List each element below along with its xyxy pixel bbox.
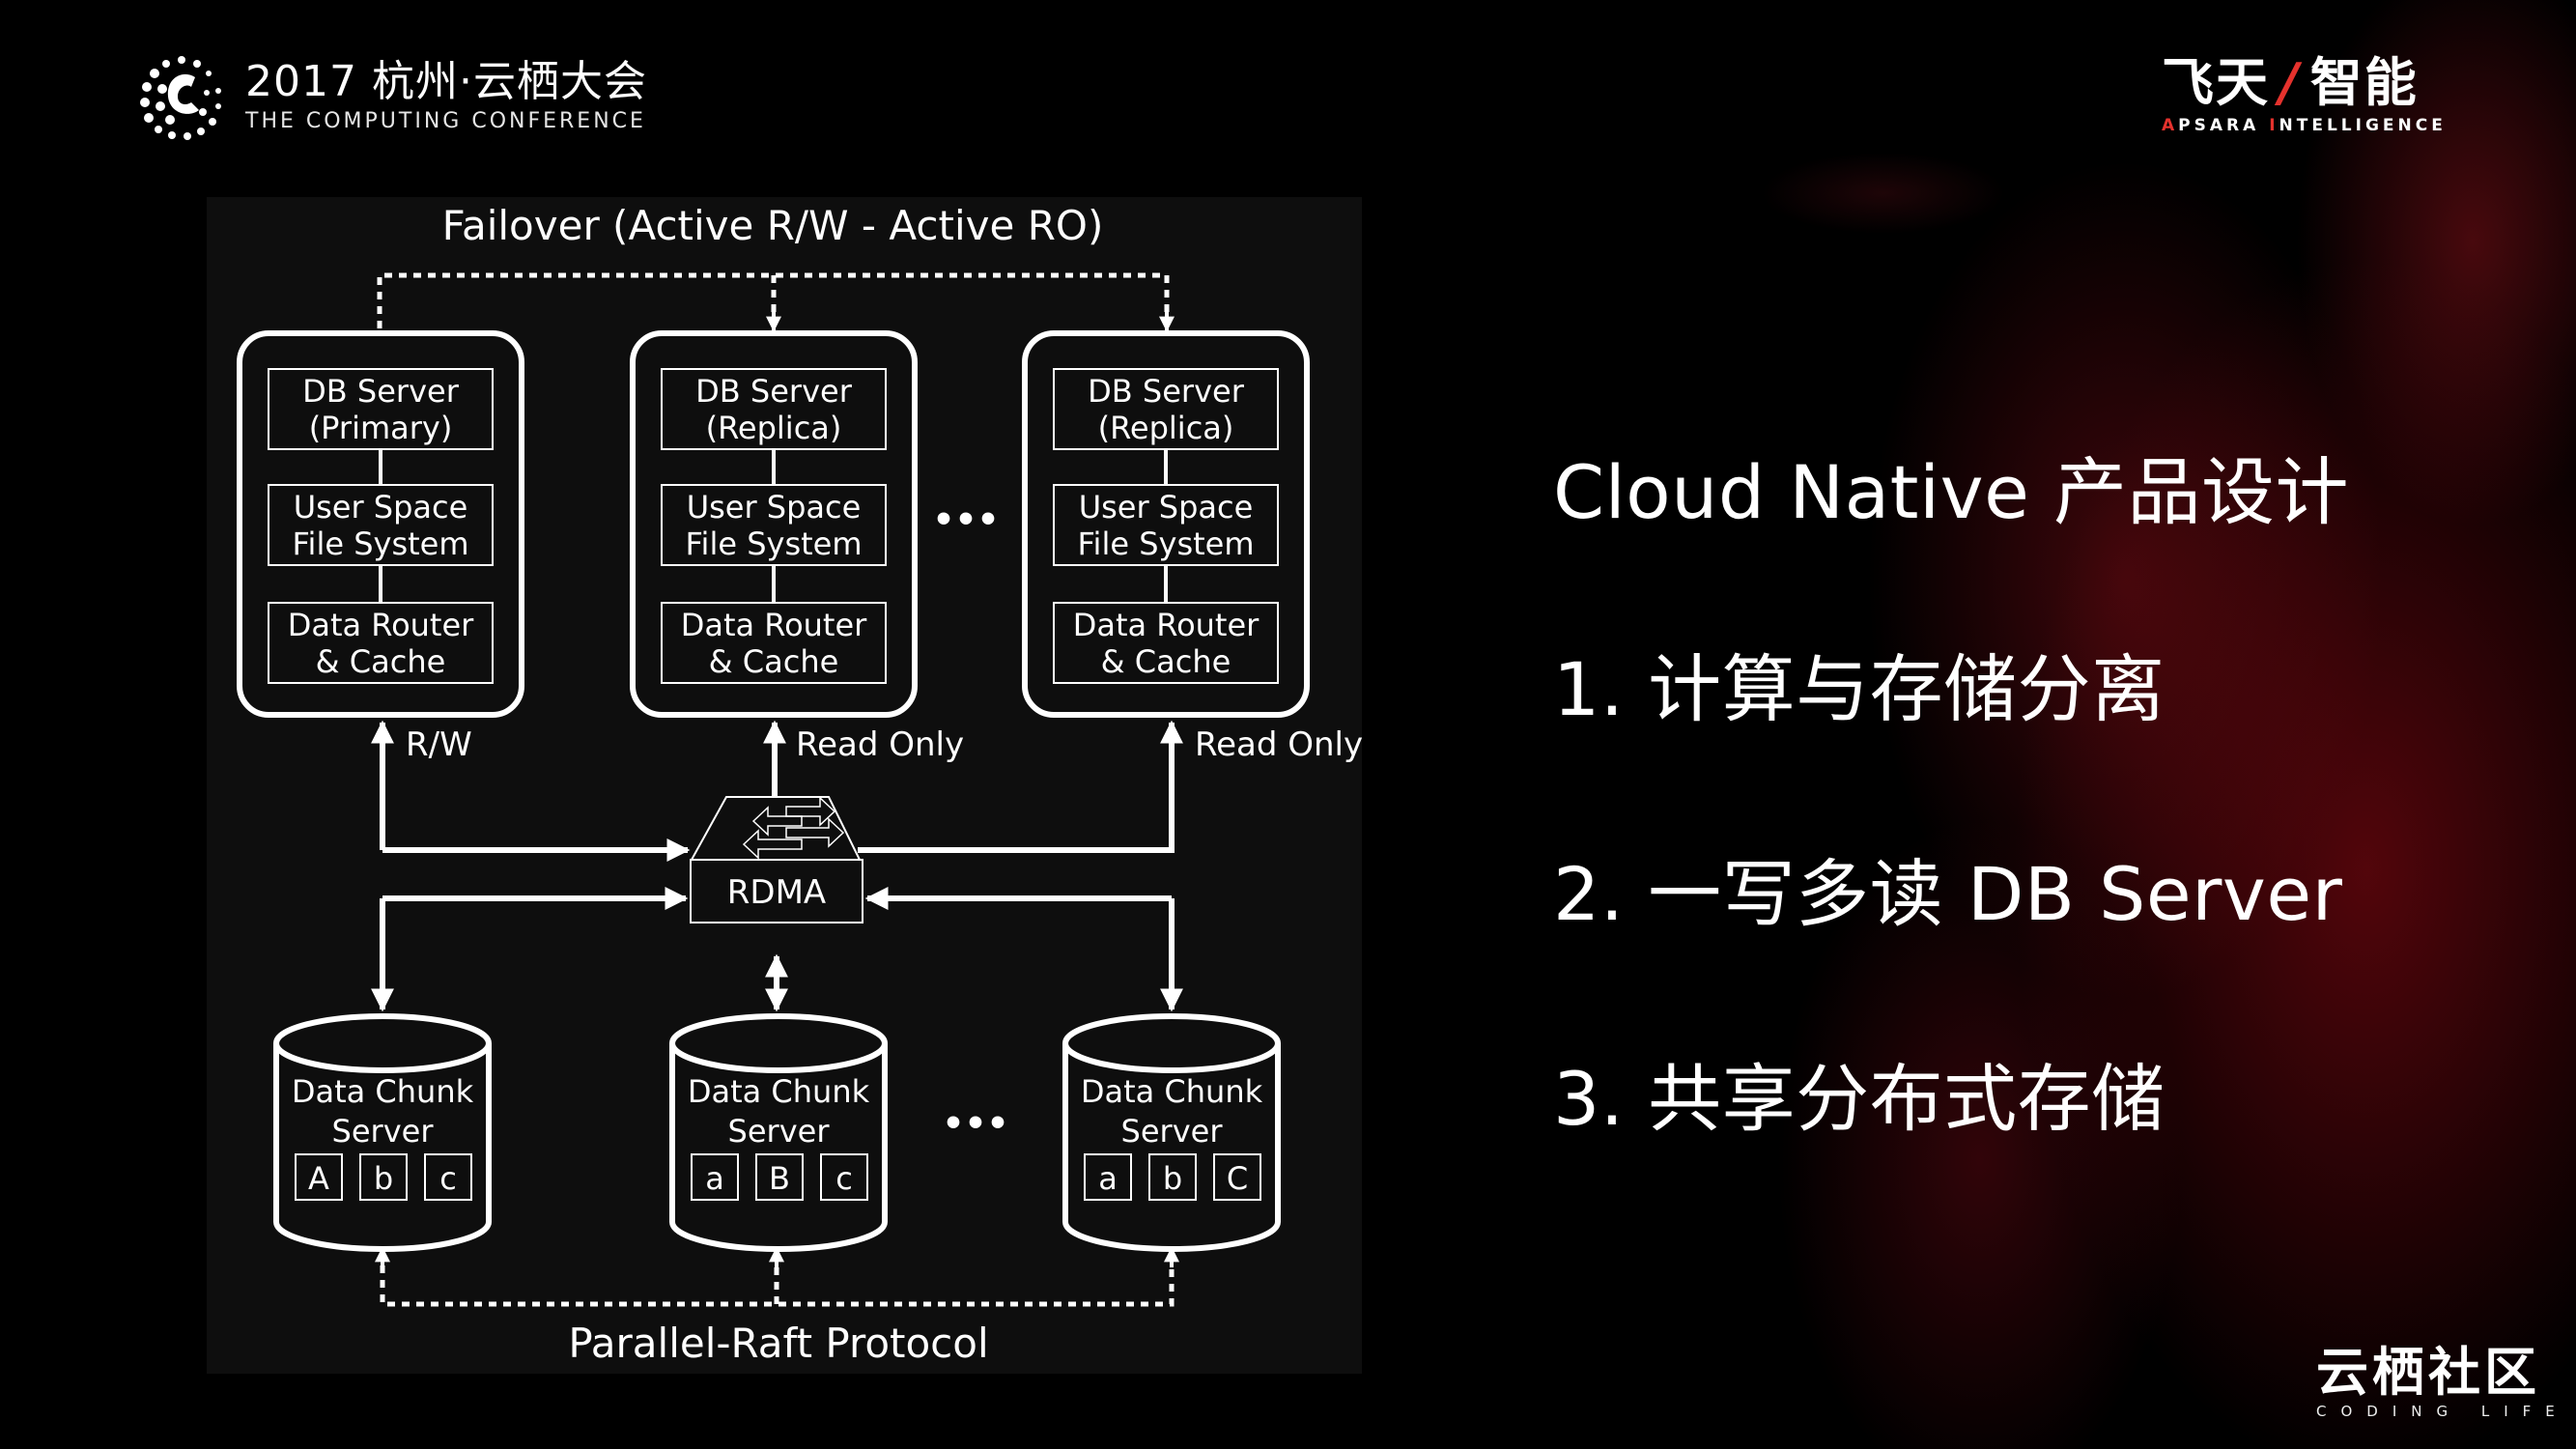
link-replica2-up — [858, 720, 1183, 853]
chunk-box — [295, 1153, 343, 1201]
chunk-label: A — [308, 1160, 329, 1197]
chunk-server-label: Server — [332, 1113, 435, 1150]
db-rdma-links — [371, 720, 1183, 862]
chunk-box — [691, 1153, 739, 1201]
point-1: 1. 计算与存储分离 — [1553, 646, 2166, 732]
failover-title: Failover (Active R/W - Active RO) — [442, 202, 1104, 249]
db-layer-label: & Cache — [316, 643, 446, 680]
community-en-text: CODING LIFE — [2316, 1403, 2569, 1420]
chunk-server-label: Data Chunk — [292, 1073, 474, 1110]
db-layer-box — [661, 368, 887, 450]
link-label-read-only-2: Read Only — [1195, 725, 1363, 764]
brand-cn-right: 智能 — [2309, 52, 2419, 113]
db-layer-box — [1053, 602, 1279, 684]
brand-en-initial-a: A — [2162, 116, 2179, 135]
rdma-switch-icon — [690, 796, 863, 923]
apsara-intelligence-logo: 飞天/智能 APSARA INTELLIGENCE — [2162, 52, 2447, 136]
chunk-label: b — [374, 1160, 393, 1197]
db-layer-label: User Space — [1079, 489, 1254, 526]
db-layer-label: & Cache — [709, 643, 839, 680]
cylinder-top — [273, 1013, 492, 1073]
cylinder-top — [669, 1013, 888, 1073]
link-label-rw: R/W — [406, 725, 472, 764]
db-layer-label: File System — [685, 526, 862, 562]
raft-arrows — [375, 1246, 1179, 1267]
db-layer-label: File System — [1077, 526, 1254, 562]
chunk-server-label: Server — [728, 1113, 831, 1150]
slide-heading: Cloud Native 产品设计 — [1553, 449, 2349, 535]
protocol-label: Parallel-Raft Protocol — [568, 1320, 988, 1367]
dotted-sphere-c-logo-icon — [140, 56, 221, 140]
chunk-box — [820, 1153, 868, 1201]
db-layer-label: Data Router — [1073, 607, 1260, 643]
db-layer-label: Data Router — [681, 607, 867, 643]
chunk-box — [1084, 1153, 1132, 1201]
chunk-label: b — [1163, 1160, 1182, 1197]
chunk-box — [359, 1153, 408, 1201]
chunk-server-label: Data Chunk — [688, 1073, 870, 1110]
db-layer-box — [661, 602, 887, 684]
conference-logo: 2017 杭州·云栖大会 THE COMPUTING CONFERENCE — [135, 50, 647, 143]
brand-slash-icon: / — [2279, 52, 2301, 113]
community-cn-last: 区 — [2484, 1342, 2540, 1403]
db-layer-label: DB Server — [1088, 373, 1245, 410]
rdma-label: RDMA — [727, 873, 826, 912]
db-layer-label: (Primary) — [309, 410, 453, 446]
chunk-box — [755, 1153, 804, 1201]
db-layer-label: DB Server — [302, 373, 460, 410]
rdma-chunk-links — [371, 887, 1183, 1012]
db-layer-box — [268, 602, 494, 684]
conference-subtitle: THE COMPUTING CONFERENCE — [245, 109, 646, 133]
brand-cn-left: 飞天 — [2162, 52, 2270, 113]
chunk-box — [424, 1153, 472, 1201]
db-layer-box — [661, 484, 887, 566]
db-layer-label: Data Router — [288, 607, 474, 643]
db-layer-label: User Space — [687, 489, 862, 526]
db-layer-label: DB Server — [695, 373, 853, 410]
conference-title: 2017 杭州·云栖大会 — [245, 57, 647, 106]
community-cn-text: 云栖社 — [2316, 1342, 2484, 1403]
chunk-label: C — [1227, 1160, 1248, 1197]
chunk-server-label: Server — [1121, 1113, 1224, 1150]
point-2: 2. 一写多读 DB Server — [1553, 851, 2343, 937]
chunk-label: B — [769, 1160, 790, 1197]
db-layer-box — [268, 484, 494, 566]
db-layer-label: User Space — [294, 489, 468, 526]
brand-en-word-2: NTELLIGENCE — [2279, 116, 2447, 135]
db-layer-label: (Replica) — [706, 410, 842, 446]
db-layer-box — [1053, 368, 1279, 450]
parallel-raft-dashed-links — [380, 1265, 1175, 1307]
db-nodes-ellipsis: ••• — [932, 500, 999, 540]
point-3: 3. 共享分布式存储 — [1553, 1056, 2166, 1142]
failover-line — [377, 272, 1170, 328]
brand-en-word-1: PSARA — [2178, 116, 2270, 135]
chunk-label: c — [439, 1160, 457, 1197]
chunk-label: a — [705, 1160, 724, 1197]
db-layer-label: File System — [292, 526, 468, 562]
chunk-label: c — [835, 1160, 853, 1197]
yunqi-community-logo: 云栖社区 CODING LIFE — [2316, 1342, 2569, 1421]
chunk-box — [1213, 1153, 1261, 1201]
cylinder-top — [1062, 1013, 1281, 1073]
db-layer-box — [1053, 484, 1279, 566]
chunk-label: a — [1098, 1160, 1118, 1197]
chunk-server-label: Data Chunk — [1081, 1073, 1263, 1110]
brand-en-initial-i: I — [2269, 116, 2279, 135]
chunk-box — [1148, 1153, 1197, 1201]
chunk-servers-ellipsis: ••• — [942, 1104, 1008, 1144]
db-layer-label: (Replica) — [1098, 410, 1234, 446]
db-layer-label: & Cache — [1101, 643, 1231, 680]
link-label-read-only-1: Read Only — [796, 725, 964, 764]
